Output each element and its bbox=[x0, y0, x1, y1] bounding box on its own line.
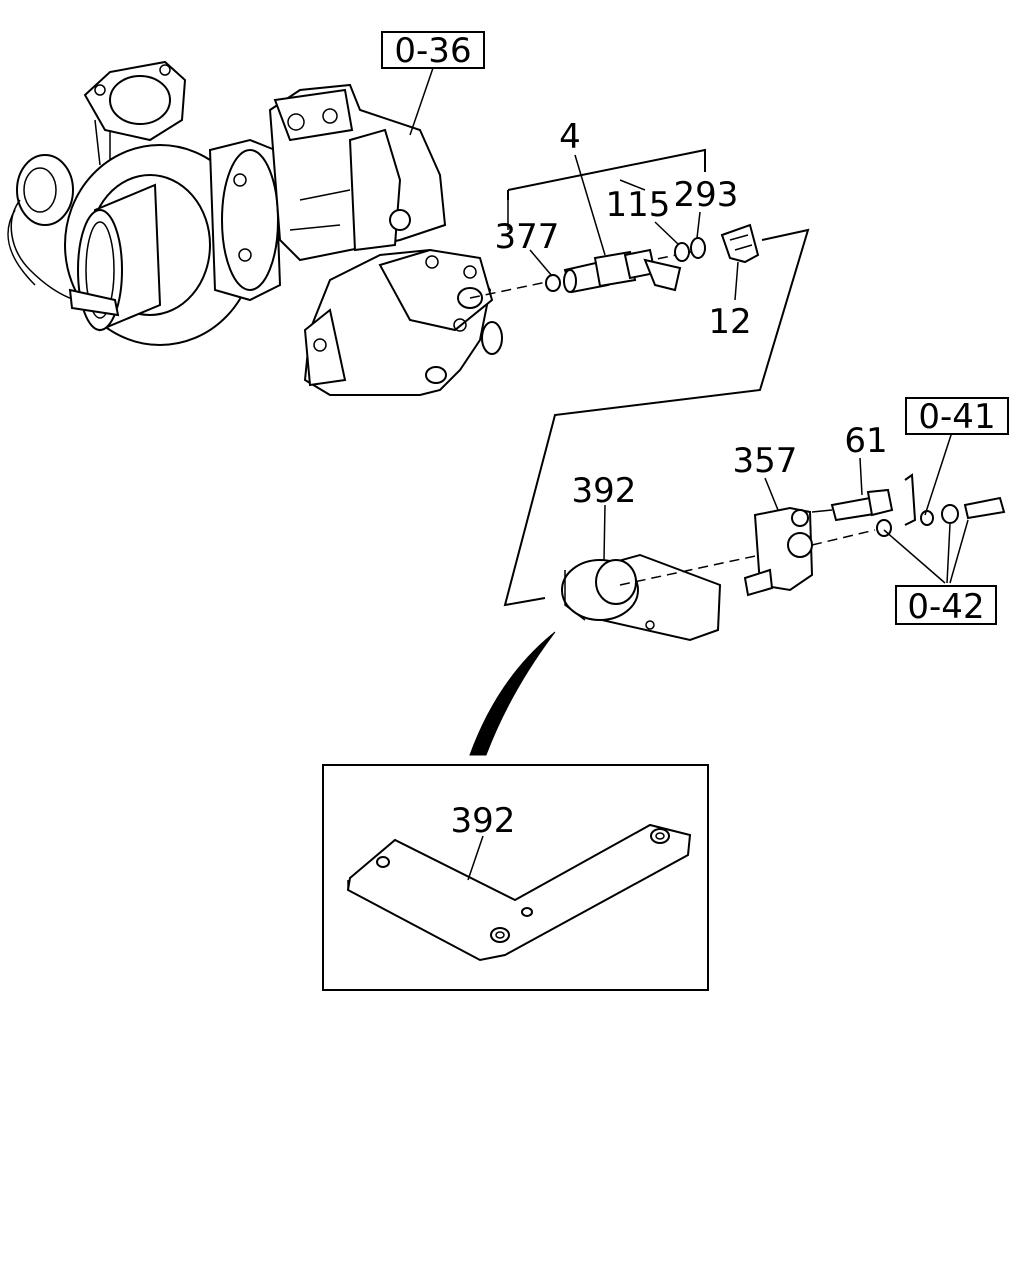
bolt-part bbox=[830, 496, 876, 522]
bracket-group: 392 357 61 bbox=[561, 421, 1006, 642]
plate-detail-part bbox=[346, 823, 692, 962]
ref-label-bracket-bottom: 0-42 bbox=[907, 587, 984, 627]
washer-part bbox=[545, 274, 561, 292]
callout-oring-293: 293 bbox=[674, 175, 739, 215]
callout-oring-115: 115 bbox=[606, 185, 671, 225]
bracket-392-part bbox=[561, 553, 722, 642]
callout-clip: 12 bbox=[708, 302, 751, 342]
ref-label-bracket-top: 0-41 bbox=[918, 397, 995, 437]
sensor-group: 4 115 293 377 12 bbox=[469, 117, 760, 342]
callout-plate: 392 bbox=[572, 471, 637, 511]
oring-293-part bbox=[690, 237, 706, 259]
connector-line bbox=[503, 228, 810, 607]
ref-box-bracket-bottom: 0-42 bbox=[895, 585, 997, 627]
clip-part bbox=[720, 223, 760, 264]
callout-plate-detail: 392 bbox=[451, 801, 516, 841]
turbocharger-assembly bbox=[7, 60, 503, 396]
callout-washer: 377 bbox=[495, 217, 560, 257]
oring-115-part bbox=[674, 242, 690, 262]
bracket-357-part bbox=[743, 506, 814, 597]
callout-sensor: 4 bbox=[559, 117, 581, 157]
ref-box-bracket-top: 0-41 bbox=[905, 397, 1009, 437]
ref-label-turbocharger: 0-36 bbox=[394, 31, 471, 71]
callout-bracket: 357 bbox=[733, 441, 798, 481]
sensor-part bbox=[563, 248, 682, 294]
detail-box: 392 bbox=[322, 764, 709, 991]
callout-bolt: 61 bbox=[844, 421, 887, 461]
ref-box-turbocharger: 0-36 bbox=[381, 31, 485, 136]
detail-arrow bbox=[469, 631, 556, 756]
